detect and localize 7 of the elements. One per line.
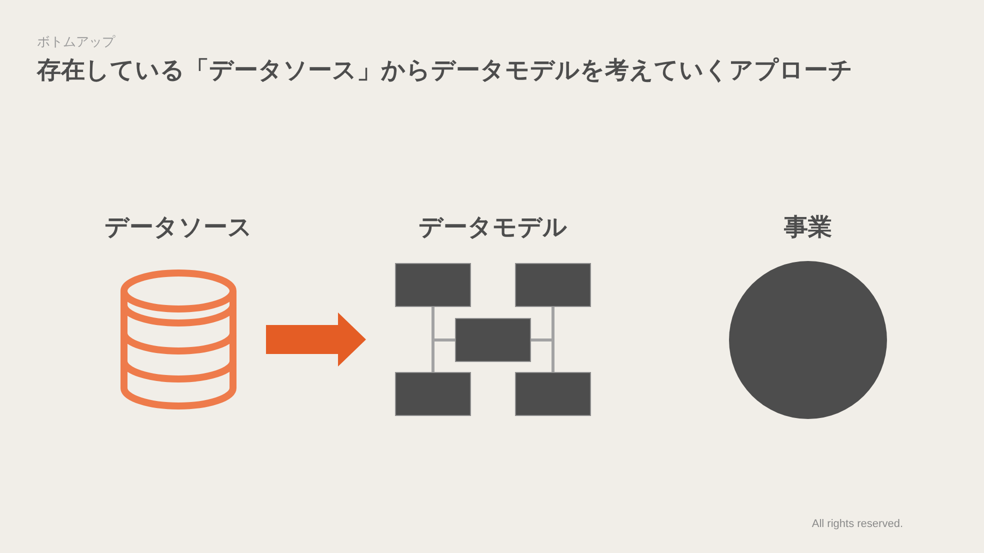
slide-title: 存在している「データソース」からデータモデルを考えていくアプローチ: [37, 56, 853, 84]
footer-note: All rights reserved.: [812, 517, 903, 532]
block-arrow: [266, 312, 366, 366]
column-heading: 事業: [784, 213, 832, 241]
column-heading: データソース: [104, 213, 252, 241]
subtitle: ボトムアップ: [37, 34, 115, 51]
column-heading: データモデル: [418, 213, 568, 241]
